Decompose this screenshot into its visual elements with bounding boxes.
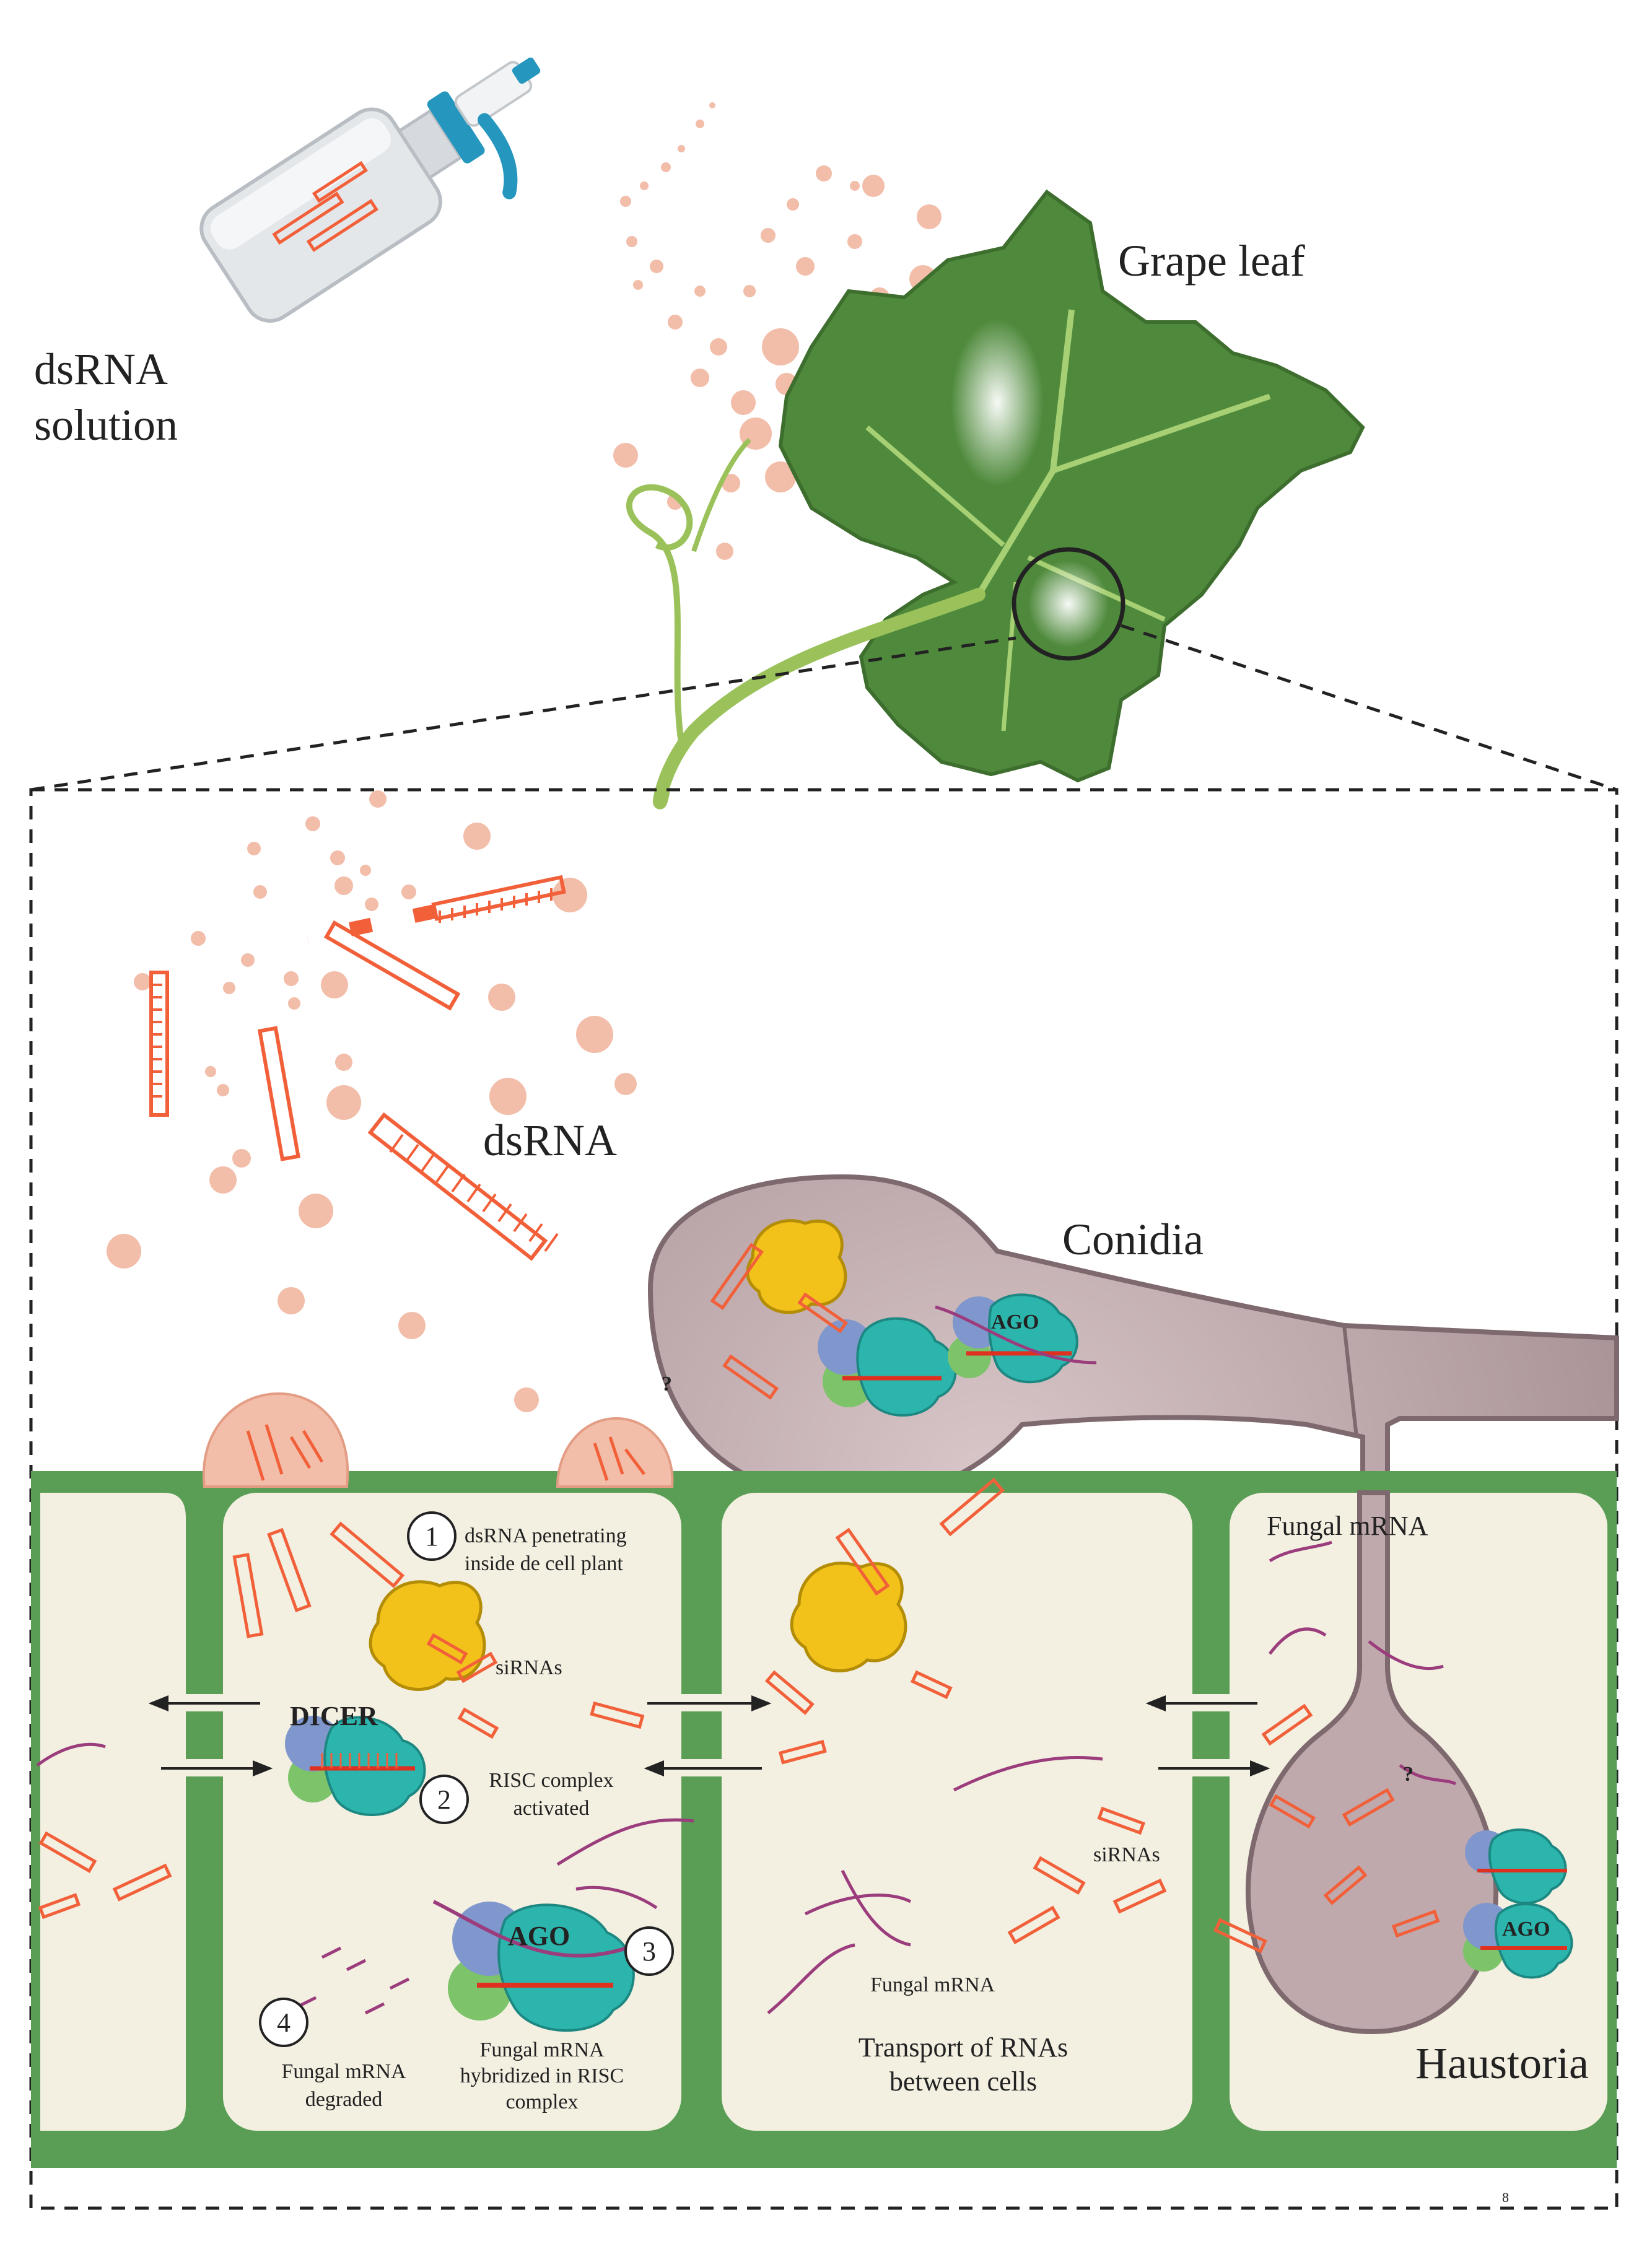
transport-arrows — [148, 1695, 1270, 1776]
risc-complex-ago-conidia — [935, 1293, 1097, 1384]
dsrna-solution-label-line2: solution — [34, 400, 178, 450]
dsrna-solution-label-line1: dsRNA — [34, 344, 168, 394]
risc-complex-haustoria-ago — [1463, 1903, 1573, 1979]
haustoria-label: Haustoria — [1415, 2038, 1589, 2088]
sirnas-label-cell: siRNAs — [496, 1656, 562, 1679]
sirnas-label-center: siRNAs — [1093, 1843, 1160, 1866]
step-1-line1: dsRNA penetrating — [465, 1524, 627, 1547]
dicer-label: DICER — [290, 1701, 378, 1731]
step-circles — [259, 1511, 674, 2047]
fungal-mrna-strands — [36, 1540, 1457, 2015]
transport-label-line2: between cells — [889, 2066, 1037, 2097]
risc-complex-conidia — [818, 1317, 957, 1417]
conidia-label: Conidia — [1062, 1215, 1204, 1264]
risc-complex-2 — [285, 1716, 426, 1816]
dicer-enzyme-1 — [369, 1580, 486, 1691]
question-mark-haustoria: ? — [1403, 1763, 1414, 1786]
dicer-enzyme-conidia — [746, 1219, 847, 1314]
zoom-dsrna — [149, 875, 566, 1261]
step-2-line1: RISC complex — [489, 1769, 613, 1792]
step-4-line1: Fungal mRNA — [281, 2060, 406, 2083]
grape-leaf-label: Grape leaf — [1118, 236, 1305, 286]
zoom-droplets — [107, 790, 637, 1412]
step-3-line3: complex — [505, 2090, 578, 2113]
step-4-number: 4 — [277, 2007, 291, 2038]
fungal-mrna-label-center: Fungal mRNA — [870, 1973, 995, 1996]
haustoria-fungus — [1246, 1490, 1499, 2035]
question-mark-conidia: ? — [662, 1373, 672, 1396]
step-1-line2: inside de cell plant — [465, 1552, 623, 1575]
fungal-mrna-label-haustoria: Fungal mRNA — [1267, 1511, 1428, 1541]
step-1-number: 1 — [425, 1521, 439, 1552]
step-2-line2: activated — [514, 1797, 590, 1820]
risc-complex-ago-3 — [432, 1900, 652, 2032]
zoom-dsrna-rungs — [150, 888, 559, 1252]
step-3-line1: Fungal mRNA — [479, 2038, 605, 2061]
ago-label-conidia: AGO — [991, 1311, 1039, 1334]
grape-leaf-icon — [626, 189, 1365, 810]
risc-complex-haustoria-1 — [1465, 1828, 1567, 1905]
dsrna-label: dsRNA — [483, 1116, 617, 1165]
step-2-number: 2 — [437, 1784, 451, 1815]
sirna-fragments — [38, 1243, 1440, 1954]
dicer-enzyme-2 — [790, 1562, 907, 1672]
ago-label-cell: AGO — [508, 1921, 570, 1951]
transport-label-line1: Transport of RNAs — [859, 2032, 1068, 2063]
step-4-line2: degraded — [305, 2088, 383, 2111]
page-marker: 8 — [1502, 2190, 1509, 2205]
surface-vesicles — [202, 1392, 674, 1488]
ago-label-haustoria: AGO — [1502, 1918, 1550, 1941]
step-3-number: 3 — [642, 1936, 656, 1967]
spray-bottle-icon — [199, 57, 541, 323]
step-3-line2: hybridized in RISC — [460, 2064, 624, 2087]
